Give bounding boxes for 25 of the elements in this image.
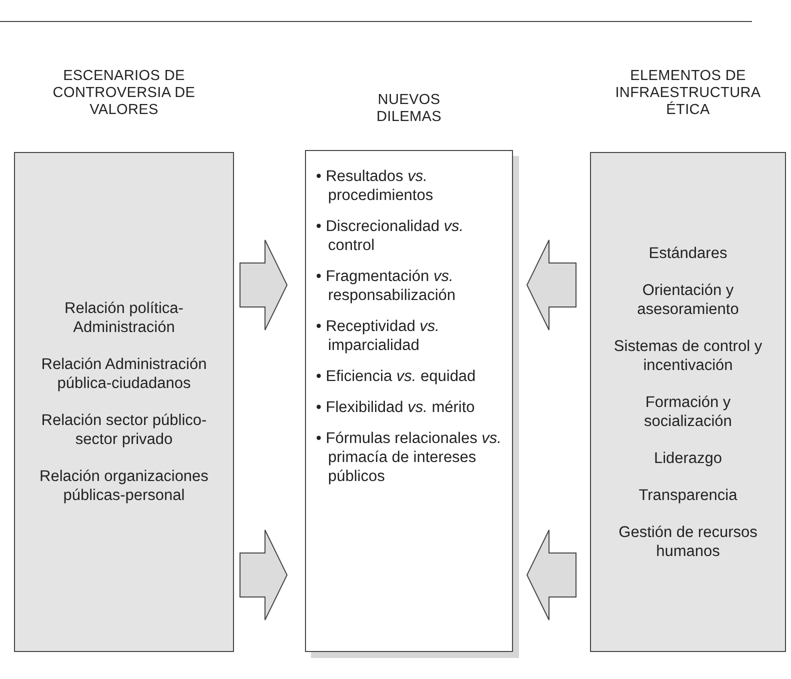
list-item: Relación sector público-sector privado (40, 411, 208, 449)
column-heading: NUEVOS DILEMAS (375, 92, 443, 126)
list-item: Estándares (648, 244, 728, 262)
bullet-item: • Discrecionalidad vs. control (316, 217, 465, 255)
column-heading: ELEMENTOS DE INFRAESTRUCTURA ÉTICA (614, 68, 762, 119)
block-arrow (526, 530, 576, 620)
list-item: Formación y socialización (643, 392, 733, 430)
block-arrow (526, 240, 576, 330)
list-item: Gestión de recursos humanos (618, 522, 758, 560)
list-item: Transparencia (638, 486, 738, 504)
block-arrow (240, 530, 288, 620)
list-item: Liderazgo (652, 448, 724, 468)
block-arrow (240, 240, 288, 330)
bullet-item: • Fórmulas relacionales vs. primacía de intereses públicos (316, 429, 502, 486)
bullet-item: • Resultados vs. procedimientos (316, 167, 434, 205)
list-item: Relación política-Administración (64, 299, 184, 337)
column-heading: ESCENARIOS DE CONTROVERSIA DE VALORES (52, 68, 196, 119)
list-item: Sistemas de control y incentivación (613, 336, 763, 374)
bullet-item: • Fragmentación vs. responsabilización (316, 267, 457, 305)
list-item: Relación Administración pública-ciudadanos (40, 355, 208, 393)
bullet-item: • Flexibilidad vs. mérito (316, 398, 476, 417)
bullet-item: • Receptividad vs. imparcialidad (316, 317, 440, 355)
list-item: Orientación y asesoramiento (636, 280, 740, 318)
list-item: Relación organizaciones públicas-personal (38, 467, 210, 505)
bullet-item: • Eficiencia vs. equidad (316, 367, 477, 386)
